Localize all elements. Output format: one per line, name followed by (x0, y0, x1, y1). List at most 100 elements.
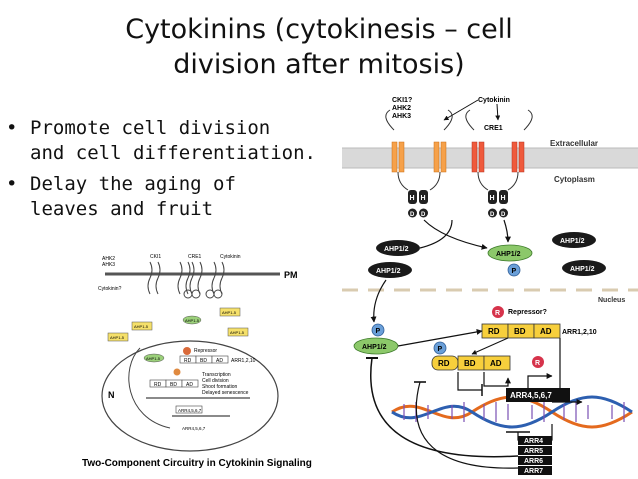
small-receptor-right (177, 261, 225, 299)
ahk2-label: AHK2 (102, 256, 115, 262)
bullet-item-2: • Delay the aging of leaves and fruit (6, 172, 326, 222)
repressor-r-icon (183, 347, 191, 355)
arrow-cyt-to-nucleus (370, 279, 387, 323)
small-signaling-diagram: PM AHK2 AHK3 CKI1 CRE1 Cytokinin Cytokin… (82, 254, 312, 469)
ahp-box-1-label: AHP1-5 (222, 310, 237, 315)
nucleus-label: Nucleus (598, 297, 625, 304)
small-rd-label-2: RD (154, 382, 162, 388)
h-label-4: H (501, 195, 506, 202)
small-arr-a-box (175, 405, 203, 414)
arrow-activate (483, 372, 511, 387)
cytokinin-q-label: Cytokinin? (98, 286, 122, 292)
inhibit-line (457, 372, 482, 391)
ahp-oval-membrane (182, 315, 202, 325)
small-arr-b-label: ARR1,2,10 (231, 358, 256, 364)
ahp-box-4 (227, 327, 249, 337)
arrow-ahp-loop (419, 219, 453, 249)
ad-box-1 (533, 323, 561, 339)
arr-a-label-box (506, 388, 570, 402)
big-signaling-diagram: Extracellular Cytoplasm CKI1? AHK2 AHK3 … (342, 97, 638, 475)
cytoplasm-label: Cytoplasm (554, 175, 595, 184)
ahk2-big-label: AHK2 (392, 105, 411, 112)
p-icon-3-label: P (438, 346, 443, 353)
ahp-oval-3-label: AHP1/2 (376, 268, 401, 275)
cki1-q-label: CKI1? (392, 97, 412, 104)
r-big-icon-2 (532, 356, 544, 368)
ahp-oval-2-label: AHP1/2 (496, 251, 521, 258)
ahk3-label: AHK3 (102, 262, 115, 268)
small-diagram-caption: Two-Component Circuitry in Cytokinin Sig… (82, 458, 312, 469)
small-r-icon (173, 368, 181, 376)
small-ad-box-2 (181, 379, 199, 388)
small-receptor-left (147, 261, 203, 299)
cki1-label: CKI1 (150, 254, 161, 260)
small-rd-label: RD (184, 358, 192, 364)
ahp-oval-nucleus-big-label: AHP1/2 (362, 344, 387, 351)
arrow-arra-transcript (527, 373, 553, 388)
bullet-dot-icon: • (6, 173, 18, 195)
ahp-oval-1-label: AHP1/2 (384, 246, 409, 253)
bullet-dot-icon: • (6, 117, 18, 139)
p-icon-3 (433, 341, 447, 355)
r-big-icon-2-text: R (535, 360, 540, 367)
cytokinin-arrow-right (495, 103, 501, 121)
membrane-band (342, 148, 638, 168)
arr7-label: ARR7 (524, 468, 543, 475)
ahk3-big-label: AHK3 (392, 113, 411, 120)
title-line-2: division after mitosis) (173, 49, 465, 80)
cytokinin-big-label: Cytokinin (478, 97, 510, 104)
pm-label: PM (284, 270, 298, 280)
ahp-box-1 (219, 307, 241, 317)
d-label-2: D (421, 212, 426, 218)
transcription-line-2: Cell division (202, 378, 229, 384)
big-receptor-left (385, 109, 453, 191)
big-receptor-right (465, 109, 533, 191)
arr-a-big-label: ARR4,5,6,7 (510, 391, 552, 400)
bullet-2-line-2: leaves and fruit (30, 198, 214, 220)
ahp-box-3 (107, 332, 129, 342)
d-label-1: D (410, 212, 415, 218)
small-ad-label: AD (216, 358, 223, 364)
ad-box-2 (483, 355, 511, 371)
ahp-box-2 (131, 321, 153, 331)
bd-label-1: BD (514, 327, 526, 336)
ahp-box-4-label: AHP1-5 (230, 330, 245, 335)
rd-label-1: RD (488, 327, 500, 336)
h-label-3: H (490, 195, 495, 202)
title-line-1: Cytokinins (cytokinesis – cell (125, 14, 513, 45)
bd-label-2: BD (464, 359, 476, 368)
bullet-2-line-1: Delay the aging of (30, 173, 236, 195)
arr-b-big-label: ARR1,2,10 (562, 329, 597, 336)
arrow-hd-to-ahp (423, 219, 488, 250)
hd-domains (408, 190, 508, 218)
slide-title: Cytokinins (cytokinesis – cell division … (0, 12, 638, 82)
arr-stack (518, 436, 552, 475)
ahp-oval-nucleus (143, 353, 165, 363)
extracellular-label: Extracellular (550, 139, 598, 148)
nucleus-outline (101, 340, 279, 452)
ahp-oval-5-label: AHP1/2 (570, 266, 595, 273)
cre1-big-label: CRE1 (484, 125, 503, 132)
small-feedback-arrow (128, 347, 171, 429)
n-label: N (108, 390, 115, 400)
repressor-label: Repressor (194, 348, 217, 354)
transcription-line-1: Transcription (202, 372, 231, 378)
ahp-box-2-label: AHP1-5 (134, 324, 149, 329)
repressor-r-big-icon (492, 306, 504, 318)
small-arr-a-label-2: ARR4,5,6,7 (182, 426, 206, 431)
transcription-line-4: Delayed senescence (202, 390, 249, 396)
repressor-big-label: Repressor? (508, 309, 547, 316)
ahp-oval-1 (376, 240, 420, 256)
cre1-label: CRE1 (188, 254, 202, 260)
transcription-line-3: Shoot formation (202, 384, 238, 390)
d-label-4: D (501, 212, 506, 218)
ahp-box-3-label: AHP1-5 (110, 335, 125, 340)
ahp-oval-4 (552, 232, 596, 248)
ahp-oval-2 (487, 244, 533, 262)
cytokinin-arrow-left (443, 99, 479, 121)
bullet-item-1: • Promote cell division and cell differe… (6, 116, 326, 166)
small-arr-a-label: ARR4,5,6,7 (178, 408, 202, 413)
arrow-arrb-release (471, 337, 509, 355)
bullet-list: • Promote cell division and cell differe… (6, 116, 326, 228)
ahp-oval-4-label: AHP1/2 (560, 238, 585, 245)
